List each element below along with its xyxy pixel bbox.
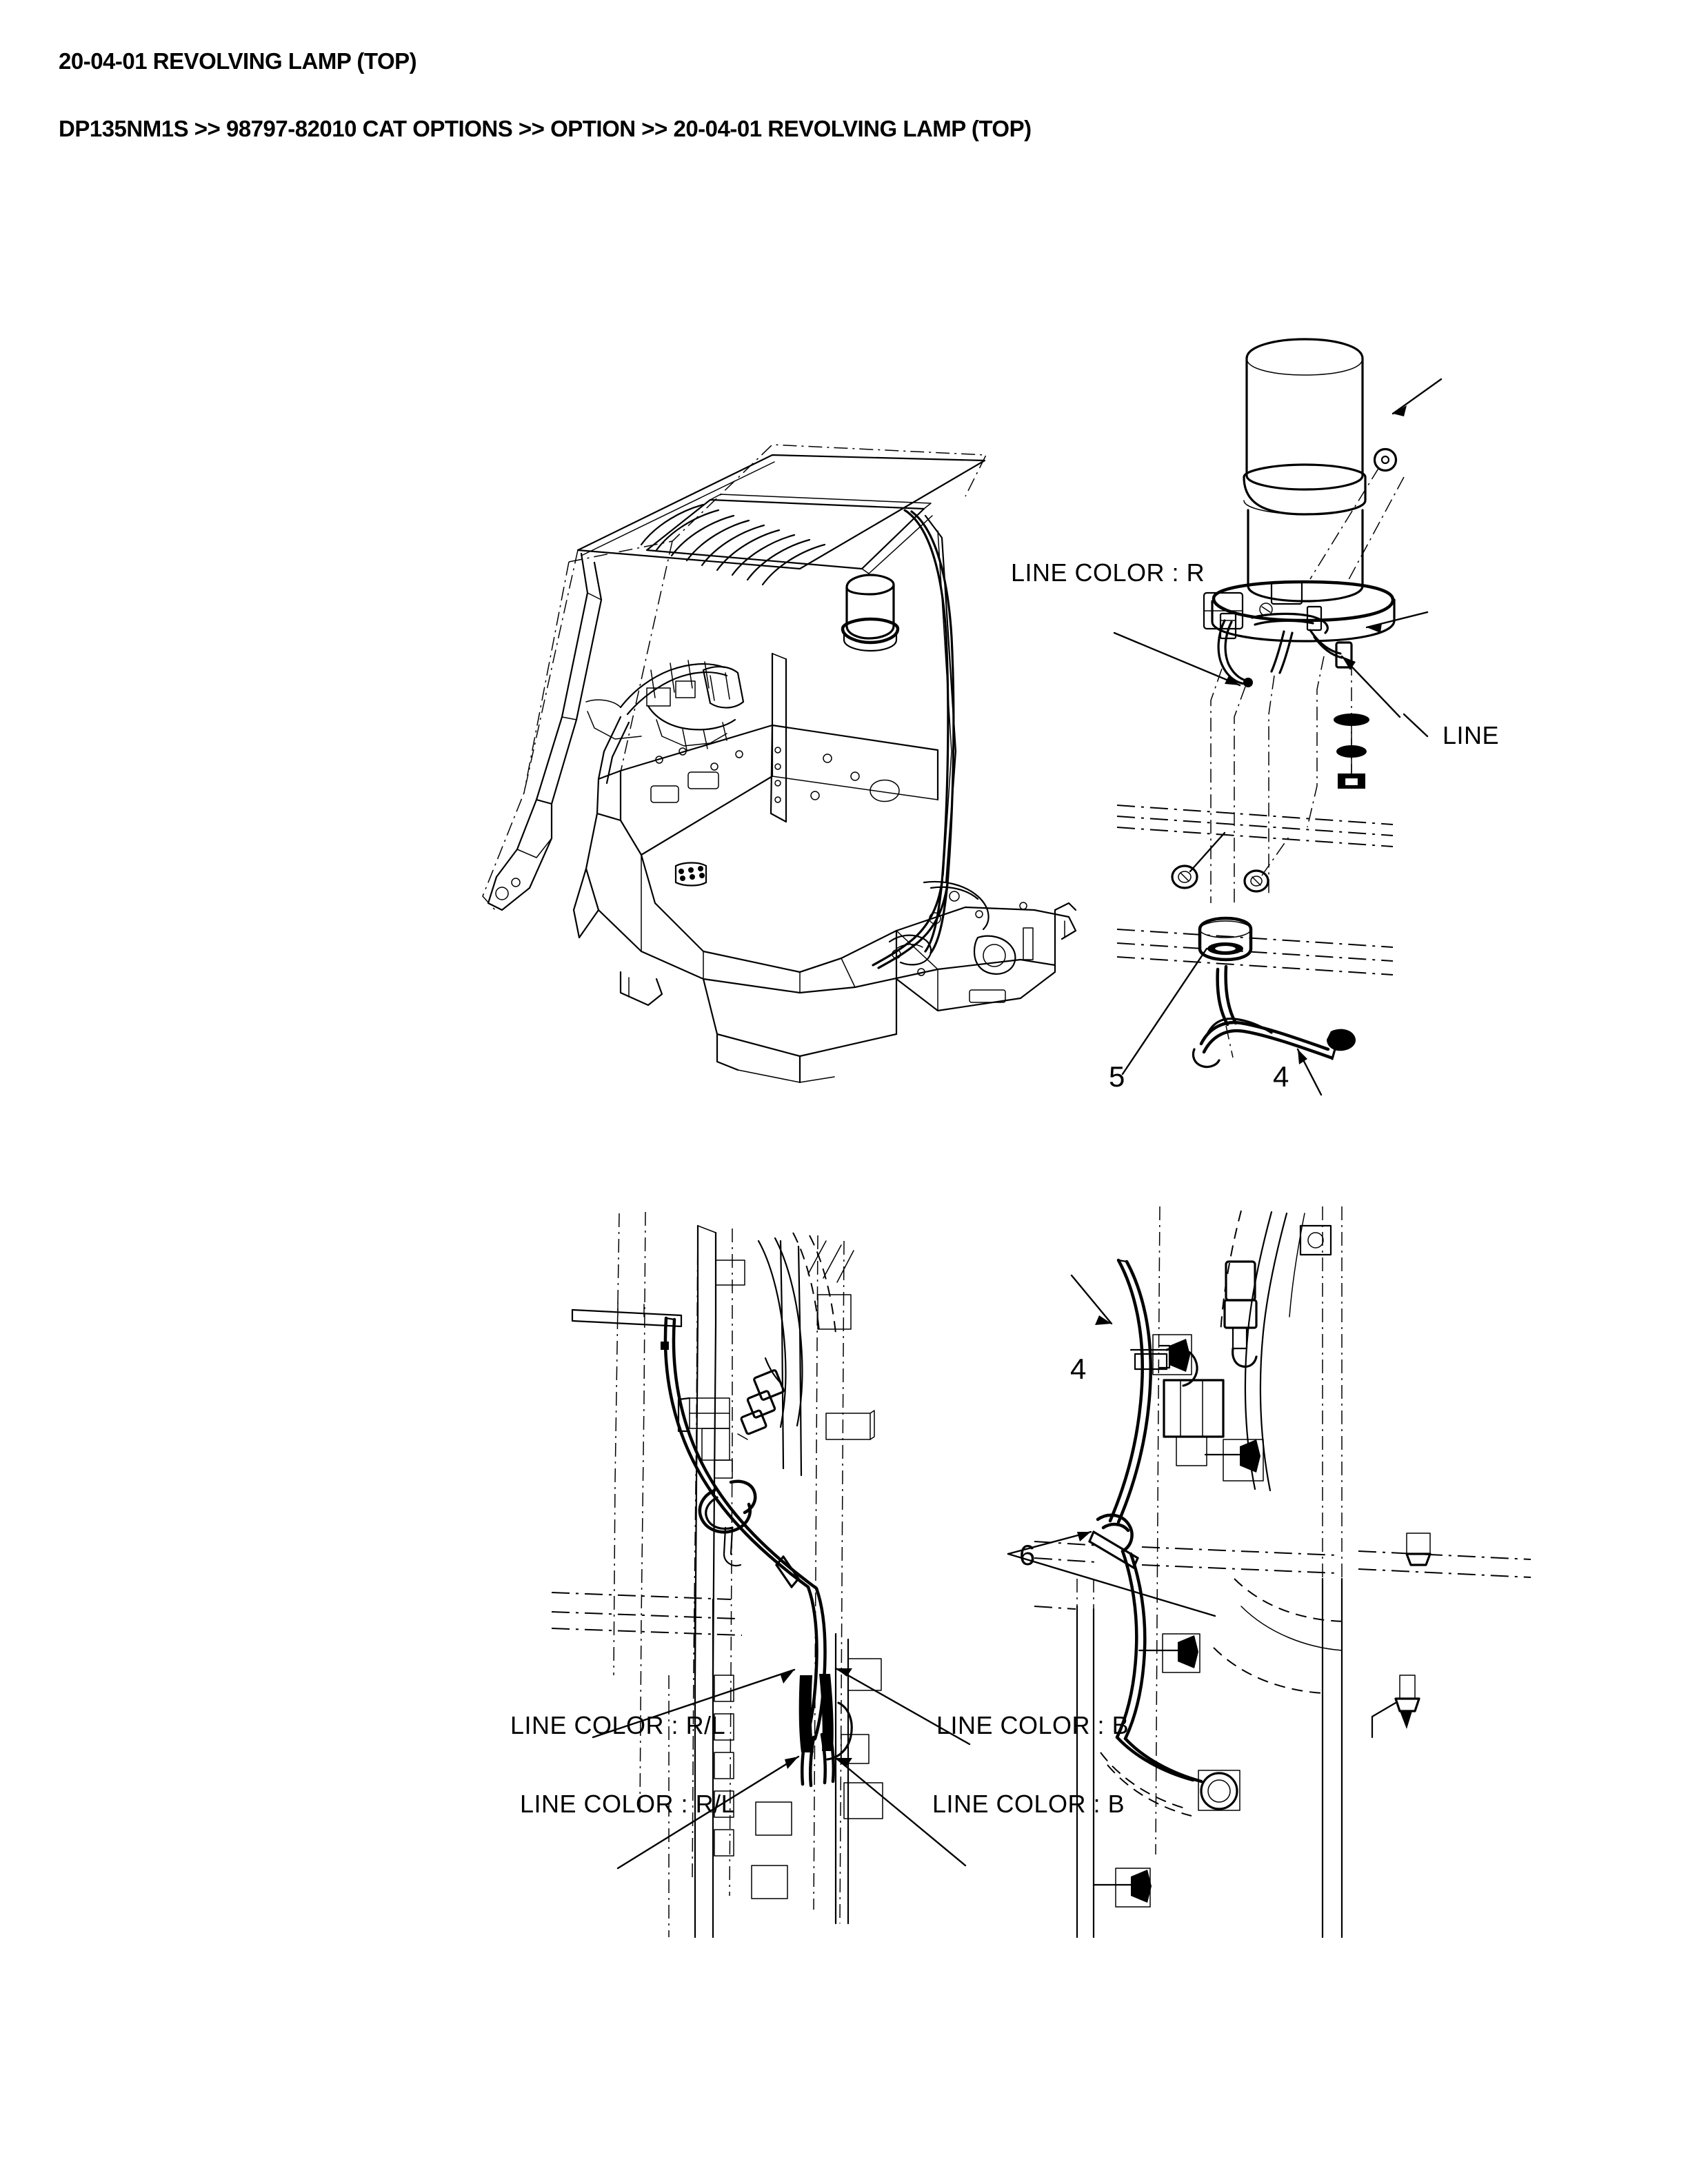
- annotation-line-color-rl-1: LINE COLOR : R/L: [510, 1711, 726, 1739]
- callout-number-4: 4: [1273, 1060, 1289, 1093]
- annotation-line-color-r: LINE COLOR : R: [1011, 558, 1205, 587]
- callout-number-6: 6: [1019, 1539, 1036, 1571]
- revolving-lamp-mounting-detail: [1103, 303, 1688, 1096]
- operator-cab-assembly-overview: [414, 427, 1089, 1089]
- harness-routing-right-detail: [1007, 1193, 1531, 1958]
- annotation-line-color-b-1: LINE COLOR : B: [936, 1711, 1129, 1739]
- callout-number-4-right: 4: [1070, 1353, 1087, 1385]
- annotation-line-color-b-2: LINE COLOR : B: [932, 1790, 1125, 1818]
- breadcrumb: DP135NM1S >> 98797-82010 CAT OPTIONS >> …: [59, 116, 1032, 141]
- callout-number-5: 5: [1109, 1060, 1125, 1093]
- annotation-line-color-rl-2: LINE COLOR : R/L: [520, 1790, 736, 1818]
- page-title: 20-04-01 REVOLVING LAMP (TOP): [59, 48, 417, 74]
- annotation-line-truncated: LINE: [1443, 721, 1500, 749]
- harness-routing-left-detail: [551, 1193, 1034, 1944]
